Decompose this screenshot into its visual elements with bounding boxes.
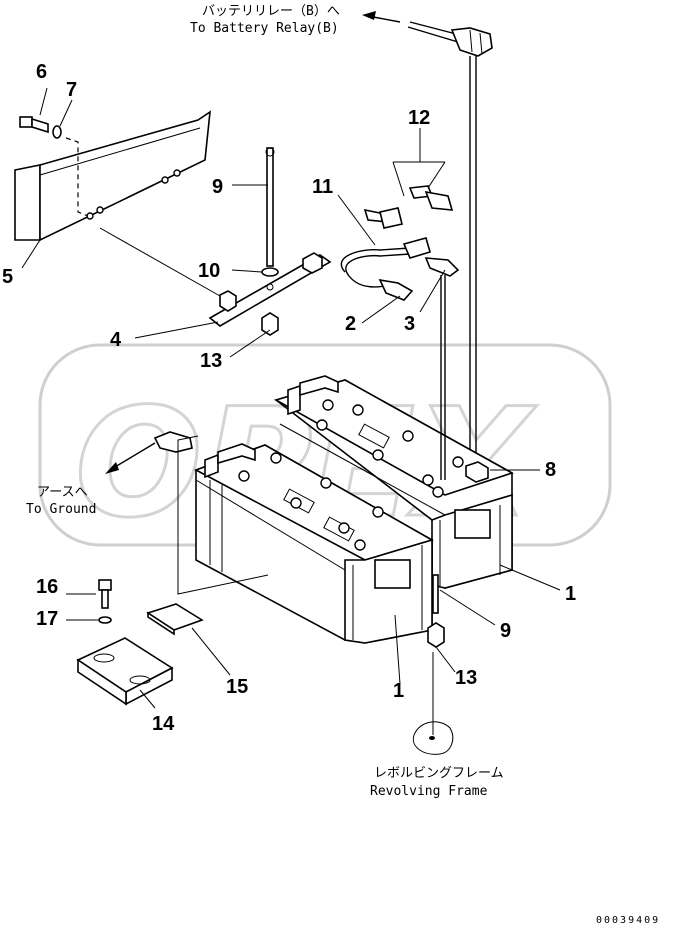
battery-terminals xyxy=(238,399,464,551)
callout-9-top: 9 xyxy=(212,176,223,198)
terminal-cover-8 xyxy=(465,461,489,483)
callout-7: 7 xyxy=(66,79,77,101)
callout-10: 10 xyxy=(198,260,220,282)
ground-cable xyxy=(105,431,269,595)
frame-label-en: Revolving Frame xyxy=(370,784,488,799)
callout-13-bottom: 13 xyxy=(455,667,477,689)
callout-1-right: 1 xyxy=(565,583,576,605)
callout-8: 8 xyxy=(545,459,556,481)
battery-front xyxy=(194,443,435,644)
battery-relay-label-jp: バッテリリレー（B）へ xyxy=(202,4,340,19)
leader-lines xyxy=(21,87,561,735)
figure-code: 00039409 xyxy=(596,915,660,926)
callout-3: 3 xyxy=(404,313,415,335)
callout-1-bottom: 1 xyxy=(393,680,404,702)
callout-16: 16 xyxy=(36,576,58,598)
callout-9-bottom: 9 xyxy=(500,620,511,642)
connector-12 xyxy=(363,161,454,229)
callout-4: 4 xyxy=(110,329,122,351)
bracket-14 xyxy=(76,637,174,706)
washer-7 xyxy=(52,125,62,139)
relay-cable xyxy=(407,21,493,470)
ground-label-jp: アースへ xyxy=(37,485,88,500)
callout-6: 6 xyxy=(36,61,47,83)
ground-label-en: To Ground xyxy=(26,502,96,517)
battery-relay-label-en: To Battery Relay(B) xyxy=(190,21,339,36)
hold-down-bar xyxy=(208,252,332,327)
callout-numbers: 6 7 5 9 10 11 12 2 3 4 13 8 1 9 13 1 16 … xyxy=(2,61,576,735)
revolving-frame-mount xyxy=(412,721,454,755)
hold-down-rod-bottom xyxy=(427,574,445,648)
pad-15 xyxy=(146,603,204,631)
washer-17 xyxy=(98,616,112,624)
battery-cable-11 xyxy=(340,237,460,301)
bolt-16 xyxy=(98,579,112,609)
callout-5: 5 xyxy=(2,266,13,288)
callout-15: 15 xyxy=(226,676,248,698)
hold-down-rod-top xyxy=(265,147,275,267)
callout-12: 12 xyxy=(408,107,430,129)
battery-cover-bracket xyxy=(14,110,211,242)
callout-14: 14 xyxy=(152,713,175,735)
callout-17: 17 xyxy=(36,608,58,630)
relay-arrow-icon xyxy=(362,11,401,23)
text-labels: バッテリリレー（B）へ To Battery Relay(B) アースへ To … xyxy=(26,4,660,926)
bolt-6 xyxy=(19,116,49,134)
callout-13-top: 13 xyxy=(200,350,222,372)
washer-10 xyxy=(261,267,279,277)
nut-13-top xyxy=(261,312,279,336)
frame-label-jp: レボルビングフレーム xyxy=(374,766,504,781)
callout-11: 11 xyxy=(312,176,333,198)
callout-2: 2 xyxy=(345,313,356,335)
